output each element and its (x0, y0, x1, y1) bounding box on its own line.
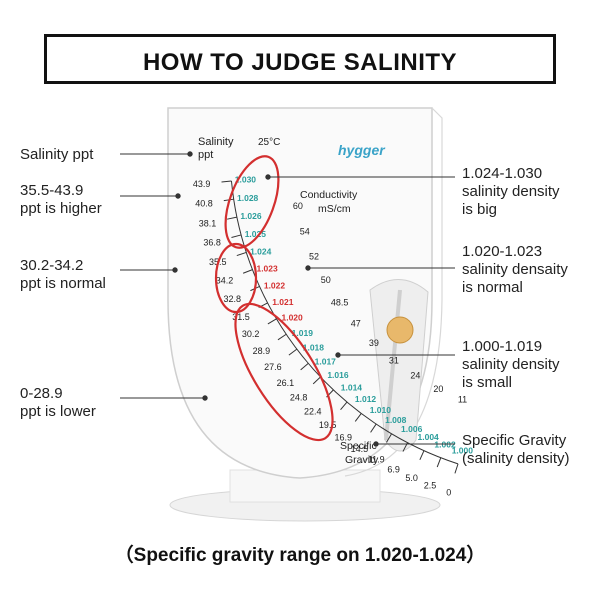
ppt-tick-label: 5.0 (405, 473, 418, 483)
callout-density-small: 1.000-1.019 salinity density is small (462, 338, 560, 391)
ppt-tick-label: 22.4 (304, 407, 322, 417)
ppt-tick (300, 362, 309, 371)
conductivity-tick-label: 52 (309, 251, 319, 261)
normal-range-ellipse (214, 242, 258, 314)
high-range-ellipse (224, 155, 280, 249)
scale-salinity-label: Salinity (198, 136, 234, 148)
callout-ppt-low: 0-28.9 ppt is lower (20, 385, 96, 420)
ppt-tick-label: 43.9 (193, 179, 211, 189)
needle-float (386, 316, 414, 344)
conductivity-tick-label: 54 (300, 227, 310, 237)
sg-tick-label: 1.030 (235, 175, 257, 185)
header-frame (44, 34, 556, 84)
ppt-tick-label: 38.1 (199, 218, 217, 228)
sg-tick-label: 1.020 (281, 313, 303, 323)
sg-tick-label: 1.008 (385, 415, 407, 425)
sg-tick-label: 1.025 (245, 229, 267, 239)
callout-ppt-normal: 30.2-34.2 ppt is normal (20, 257, 106, 292)
conductivity-tick-label: 48.5 (331, 298, 349, 308)
callout-density-big: 1.024-1.030 salinity density is big (462, 165, 560, 218)
sg-tick-label: 1.026 (240, 211, 262, 221)
conductivity-tick-label: 24 (410, 371, 420, 381)
scale-temp-label: 25°C (258, 137, 280, 148)
ppt-tick (227, 216, 238, 220)
sg-tick-label: 1.010 (370, 405, 392, 415)
callout-density-normal: 1.020-1.023 salinity densaity is normal (462, 243, 568, 296)
conductivity-tick-label: 39 (369, 338, 379, 348)
sg-tick-label: 1.006 (401, 424, 423, 434)
sg-tick-label: 1.028 (237, 193, 259, 203)
conductivity-tick-label: 20 (433, 384, 443, 394)
sg-tick-label: 1.021 (272, 297, 294, 307)
conductivity-tick-label: 50 (321, 275, 331, 285)
conductivity-tick-label: 31 (389, 355, 399, 365)
scale-specific-label: Specific (340, 440, 377, 452)
ppt-tick-label: 32.8 (223, 294, 241, 304)
ppt-tick (370, 423, 377, 433)
page-title: HOW TO JUDGE SALINITY (110, 46, 490, 80)
footer-note: （Specific gravity range on 1.020-1.024） (114, 545, 486, 566)
scale-conductivity-unit: mS/cm (318, 203, 351, 215)
ppt-tick-label: 0 (446, 487, 451, 497)
ppt-tick-label: 36.8 (203, 238, 221, 248)
ppt-tick-label: 16.9 (334, 432, 352, 442)
ppt-tick (236, 251, 247, 257)
ppt-tick-label: 14.5 (351, 444, 369, 454)
scale-conductivity-label: Conductivity (300, 189, 358, 201)
sg-tick-label: 1.000 (452, 446, 474, 456)
sg-tick-label: 1.016 (327, 370, 349, 380)
ppt-tick (242, 269, 253, 274)
sg-tick-label: 1.023 (256, 264, 278, 274)
sg-tick-label: 1.024 (250, 246, 272, 256)
ppt-tick-label: 11.9 (368, 455, 385, 465)
ppt-tick-label: 24.8 (290, 393, 308, 403)
sg-tick-label: 1.012 (355, 394, 377, 404)
needle (384, 289, 402, 441)
ppt-tick-label: 2.5 (424, 481, 437, 491)
callout-salinity-ppt: Salinity ppt (20, 146, 94, 163)
callout-specific-gravity: Specific Gravity (salinity density) (462, 432, 570, 467)
ppt-tick-label: 34.2 (216, 276, 234, 286)
ppt-tick-label: 27.6 (264, 362, 282, 372)
ppt-tick-label: 28.9 (253, 346, 271, 356)
brand-logo: hygger (338, 142, 386, 158)
sg-tick-label: 1.004 (418, 432, 440, 442)
callout-lines (120, 151, 455, 447)
ppt-tick-label: 31.5 (232, 312, 250, 322)
ppt-tick (454, 463, 459, 474)
ppt-tick-label: 40.8 (195, 199, 213, 209)
needle-window (369, 279, 429, 452)
ppt-tick (354, 413, 362, 422)
scale-ppt-label: ppt (198, 149, 213, 161)
ppt-tick-label: 30.2 (242, 329, 260, 339)
callout-ppt-high: 35.5-43.9 ppt is higher (20, 182, 102, 217)
ppt-tick-label: 6.9 (387, 464, 400, 474)
sg-tick-label: 1.014 (341, 382, 363, 392)
ppt-tick (386, 433, 393, 443)
ppt-tick (277, 333, 287, 341)
scale-arc (230, 181, 459, 465)
device-edge (344, 107, 443, 477)
conductivity-tick-label: 47 (351, 319, 361, 329)
ppt-tick (267, 318, 277, 325)
ppt-tick (221, 180, 232, 183)
scale-gravity-label: Gravity (345, 454, 379, 466)
conductivity-tick-label: 60 (293, 201, 303, 211)
sg-tick-label: 1.017 (315, 357, 337, 367)
ppt-tick (419, 450, 425, 460)
sg-tick-label: 1.018 (303, 343, 325, 353)
low-range-ellipse (234, 302, 334, 442)
ppt-tick (312, 376, 321, 385)
sg-tick-label: 1.022 (264, 280, 286, 290)
sg-tick-label: 1.019 (292, 328, 314, 338)
ppt-tick (340, 401, 348, 411)
ppt-tick (436, 457, 442, 468)
ppt-tick (231, 234, 242, 238)
ppt-tick-label: 19.5 (319, 420, 337, 430)
ppt-tick (288, 348, 298, 356)
ppt-tick-label: 26.1 (277, 378, 295, 388)
conductivity-tick-label: 11 (458, 395, 467, 405)
